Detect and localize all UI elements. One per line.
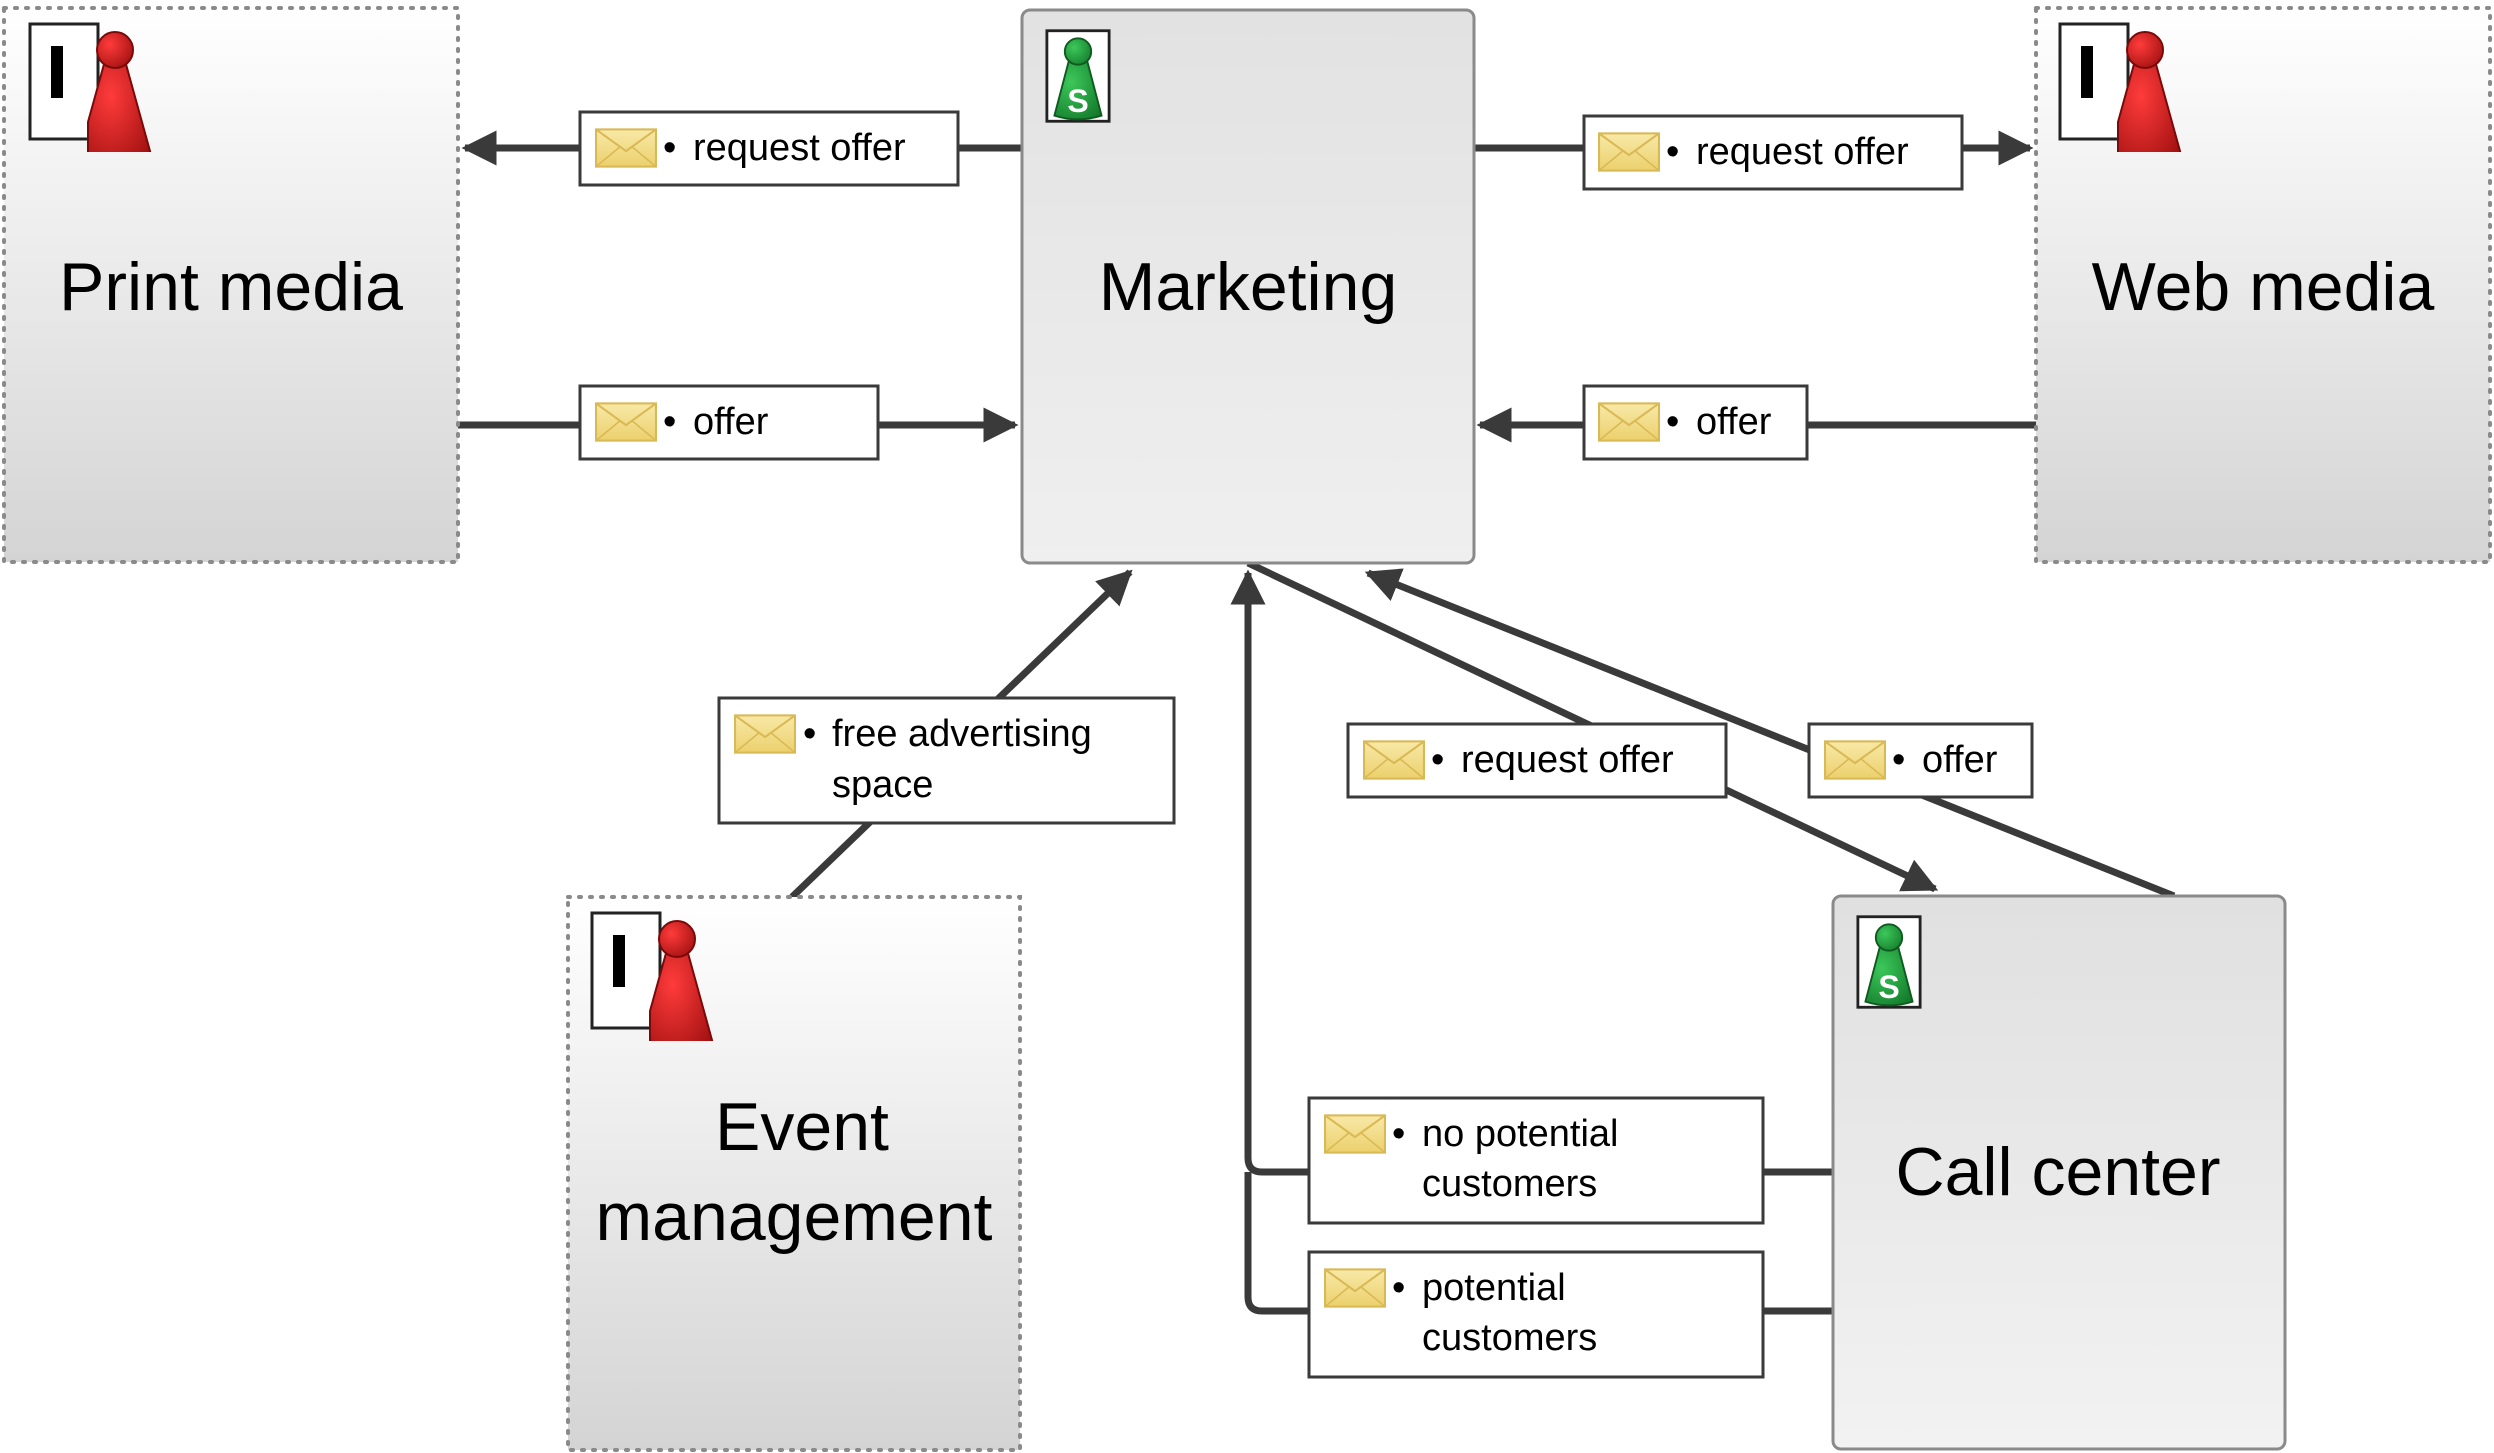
message-label[interactable]: • offer — [1582, 384, 1809, 461]
message-text: potential — [1422, 1267, 1566, 1309]
node-title: Web media — [2092, 249, 2435, 325]
envelope-icon — [1324, 1268, 1386, 1308]
message-text: space — [832, 764, 933, 806]
message-label[interactable]: • free advertising space — [717, 696, 1176, 825]
message-bullet: • — [1666, 401, 1679, 443]
node-title: Call center — [1895, 1134, 2220, 1210]
node-title: Print media — [59, 249, 403, 325]
subject-web-media[interactable]: Web media — [2034, 6, 2492, 564]
envelope-icon — [1824, 740, 1886, 780]
message-bullet: • — [1431, 739, 1444, 781]
envelope-icon — [1324, 1114, 1386, 1154]
subject-marketing[interactable]: S Marketing — [1020, 8, 1476, 565]
message-text: free advertising — [832, 713, 1092, 755]
node-title: Event — [715, 1089, 889, 1165]
subject-call-center[interactable]: S Call center — [1831, 894, 2287, 1451]
subject-icon-letter: S — [1067, 83, 1088, 119]
message-text: offer — [1696, 401, 1772, 443]
subject-event-management[interactable]: Event management — [566, 895, 1022, 1452]
edge-call-center-no-potential — [1230, 569, 1833, 1176]
message-bullet: • — [803, 713, 816, 755]
subject-print-media[interactable]: Print media — [2, 6, 460, 564]
message-text: offer — [693, 401, 769, 443]
envelope-icon — [595, 128, 657, 168]
message-text: customers — [1422, 1317, 1597, 1359]
message-bullet: • — [1666, 131, 1679, 173]
message-label[interactable]: • no potential customers — [1307, 1096, 1765, 1225]
message-label[interactable]: • potential customers — [1307, 1250, 1765, 1379]
message-bullet: • — [1392, 1267, 1405, 1309]
subject-icon-letter: S — [1878, 969, 1899, 1005]
message-bullet: • — [663, 401, 676, 443]
message-label[interactable]: • request offer — [1346, 722, 1728, 799]
message-label[interactable]: • request offer — [578, 110, 960, 187]
envelope-icon — [734, 714, 796, 754]
message-bullet: • — [1392, 1113, 1405, 1155]
edge-call-center-to-marketing-offer — [1364, 568, 2176, 900]
message-bullet: • — [1892, 739, 1905, 781]
message-text: request offer — [693, 127, 906, 169]
message-label[interactable]: • offer — [578, 384, 880, 461]
message-text: offer — [1922, 739, 1998, 781]
envelope-icon — [595, 402, 657, 442]
message-text: customers — [1422, 1163, 1597, 1205]
message-label[interactable]: • request offer — [1582, 114, 1964, 191]
message-text: no potential — [1422, 1113, 1619, 1155]
message-text: request offer — [1461, 739, 1674, 781]
envelope-icon — [1598, 132, 1660, 172]
edge-call-center-potential — [1244, 1172, 1833, 1315]
envelope-icon — [1598, 402, 1660, 442]
message-bullet: • — [663, 127, 676, 169]
node-title: management — [596, 1179, 993, 1255]
node-title: Marketing — [1099, 249, 1398, 325]
message-text: request offer — [1696, 131, 1909, 173]
envelope-icon — [1363, 740, 1425, 780]
message-label[interactable]: • offer — [1807, 722, 2034, 799]
